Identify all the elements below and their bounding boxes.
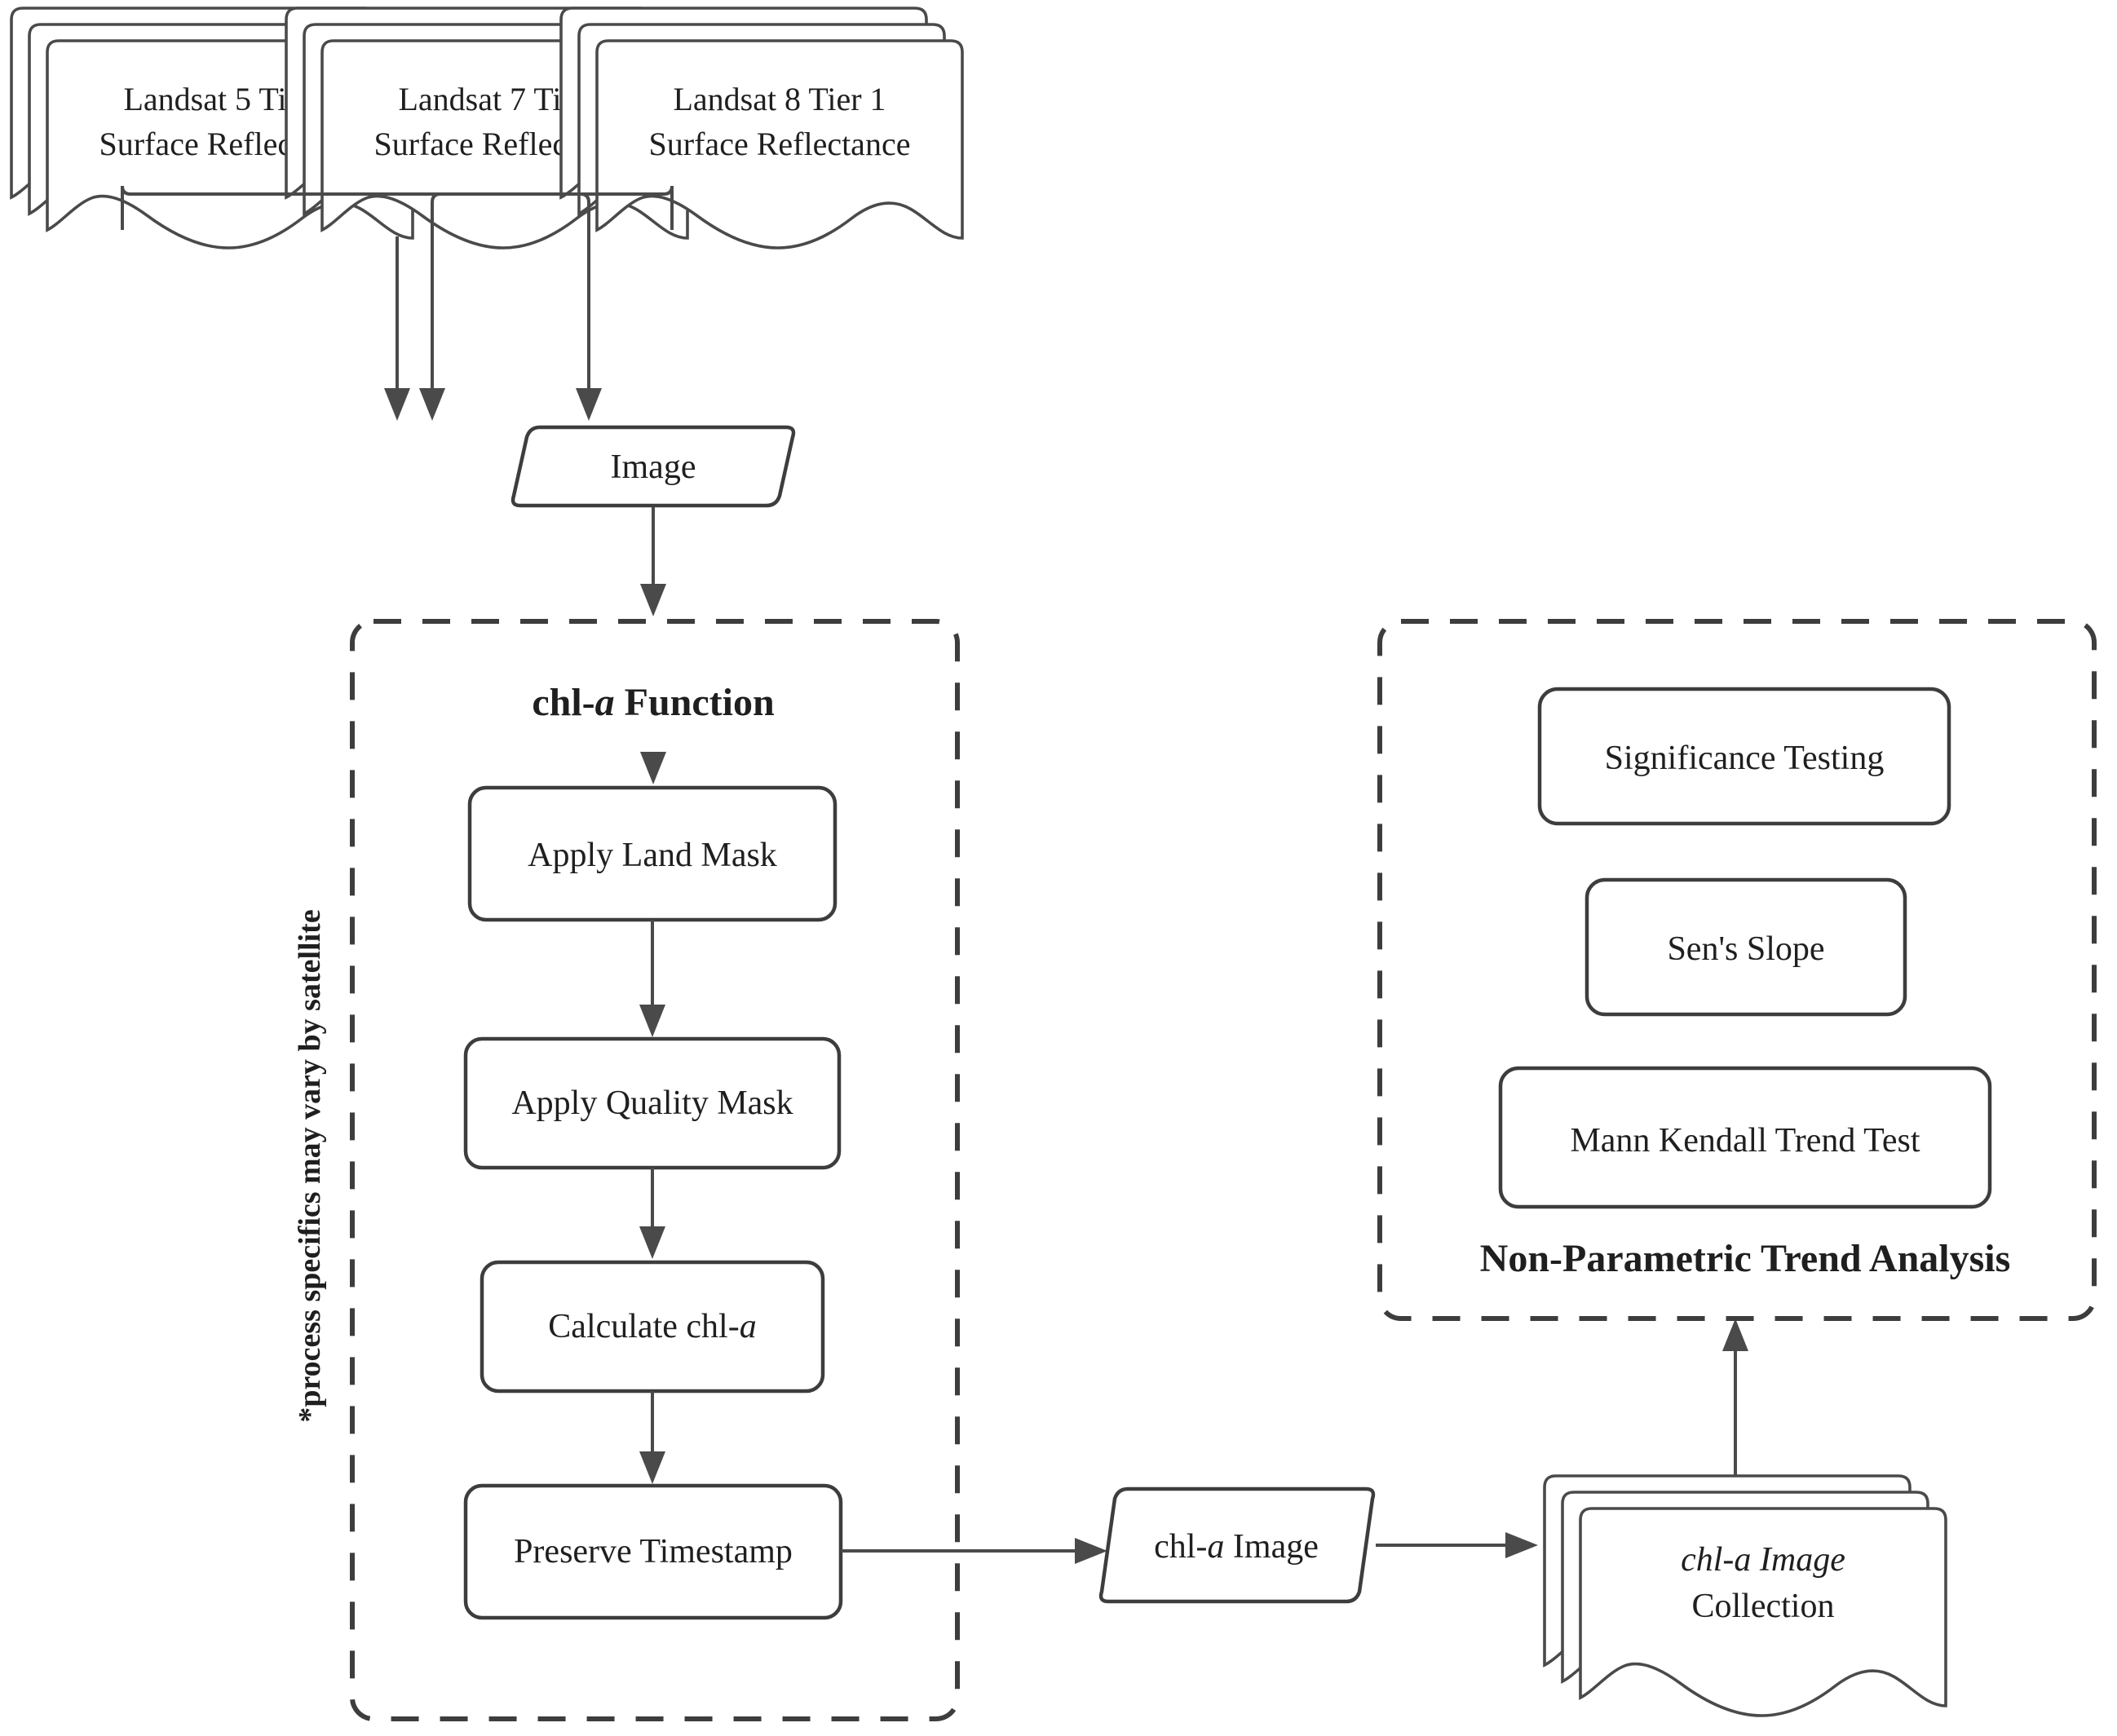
connector-collection-to-trend-analysis	[1722, 1319, 1748, 1476]
chla-function-group	[350, 619, 960, 1721]
chla-image-node: chl-a Image	[1098, 1486, 1376, 1604]
step-label-italic: a	[740, 1308, 757, 1345]
chla-function-title-italic: a	[595, 681, 615, 724]
connector-landsat8-to-image	[419, 185, 674, 421]
process-note-label: *process specifics may vary by satellite	[293, 909, 327, 1422]
chla-image-label: chl-a Image	[1154, 1528, 1319, 1566]
collection-label-prefix: chl-	[1681, 1541, 1734, 1579]
chla-function-title-prefix: chl-	[532, 681, 594, 724]
connector-quality-mask-to-calculate	[639, 1168, 665, 1259]
chla-function-title: chl-a Function	[532, 681, 774, 724]
test-label: Significance Testing	[1605, 740, 1885, 777]
test-significance-testing: Significance Testing	[1537, 687, 1951, 826]
connector-image-to-chla-function	[640, 507, 666, 616]
connector-calculate-to-preserve	[639, 1391, 665, 1484]
image-node: Image	[510, 425, 796, 508]
step-label-prefix: Calculate chl-	[548, 1308, 739, 1345]
connector-title-to-land-mask	[640, 752, 666, 784]
chla-function-title-suffix: Function	[615, 681, 775, 724]
step-preserve-timestamp: Preserve Timestamp	[463, 1483, 843, 1620]
step-apply-land-mask: Apply Land Mask	[467, 785, 838, 922]
test-mann-kendall: Mann Kendall Trend Test	[1498, 1066, 1992, 1209]
test-label: Mann Kendall Trend Test	[1570, 1122, 1920, 1160]
test-label: Sen's Slope	[1667, 930, 1824, 968]
step-apply-quality-mask: Apply Quality Mask	[463, 1036, 842, 1170]
step-label: Preserve Timestamp	[514, 1533, 793, 1570]
chla-image-label-italic: a	[1207, 1528, 1224, 1566]
step-label: Apply Land Mask	[528, 837, 777, 874]
connector-landsat7-to-image	[384, 236, 410, 421]
collection-label-line2: Collection	[1692, 1588, 1835, 1625]
chla-image-collection: chl-a Image Collection	[1543, 1474, 1947, 1717]
trend-analysis-title: Non-Parametric Trend Analysis	[1480, 1237, 2011, 1280]
test-sens-slope: Sen's Slope	[1584, 877, 1907, 1017]
collection-label-line1: chl-a Image	[1681, 1541, 1845, 1579]
chla-image-label-prefix: chl-	[1154, 1528, 1207, 1566]
step-calculate-chla: Calculate chl-a	[480, 1260, 825, 1394]
connector-landsat5-to-image	[121, 185, 602, 421]
step-label: Apply Quality Mask	[511, 1084, 793, 1122]
collection-label-suffix: Image	[1751, 1541, 1845, 1579]
connector-chla-image-to-collection	[1376, 1532, 1538, 1558]
connector-land-mask-to-quality-mask	[639, 920, 665, 1037]
step-label: Calculate chl-a	[548, 1308, 756, 1345]
collection-label-italic: a	[1734, 1541, 1751, 1579]
connector-preserve-to-chla-image	[841, 1538, 1107, 1564]
source-label-line2: Surface Reflectance	[649, 126, 911, 162]
image-node-label: Image	[611, 448, 696, 486]
trend-analysis-group	[1377, 619, 2097, 1321]
chla-image-label-suffix: Image	[1224, 1528, 1318, 1566]
source-doc-landsat8: Landsat 8 Tier 1 Surface Reflectance	[559, 7, 964, 250]
source-label-line1: Landsat 8 Tier 1	[673, 81, 886, 117]
